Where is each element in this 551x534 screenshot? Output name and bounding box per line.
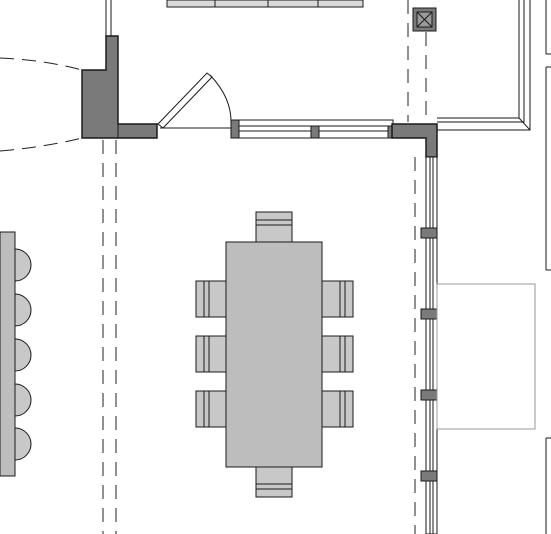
wall-section — [81, 35, 158, 139]
chair-right-1 — [321, 280, 354, 318]
upper-right-counter — [437, 0, 551, 271]
chair-right-2 — [321, 335, 354, 373]
column-symbol — [412, 7, 437, 32]
right-wall-window — [420, 156, 438, 534]
stool — [14, 338, 32, 372]
chair-left-1 — [195, 280, 227, 318]
dining-chairs — [195, 211, 354, 498]
right-edge-lines — [545, 437, 551, 534]
left-counter — [0, 231, 16, 477]
chair-top — [255, 211, 293, 243]
stool — [14, 427, 32, 461]
upper-window — [230, 119, 394, 139]
stool — [14, 383, 32, 417]
stool — [14, 293, 32, 327]
door-swing — [157, 72, 232, 129]
corner-wall — [391, 123, 438, 158]
upper-partition — [105, 0, 112, 36]
stool — [14, 248, 32, 282]
chair-bottom — [255, 466, 293, 498]
chair-left-3 — [195, 390, 227, 428]
chair-left-2 — [195, 335, 227, 373]
top-cabinet — [166, 0, 364, 8]
left-opening-dashes — [0, 57, 83, 152]
bench-stools — [14, 248, 32, 461]
dining-table — [225, 241, 323, 468]
chair-right-3 — [321, 390, 354, 428]
overhead-dashed-lines — [102, 0, 427, 534]
patio-slab — [436, 283, 536, 430]
